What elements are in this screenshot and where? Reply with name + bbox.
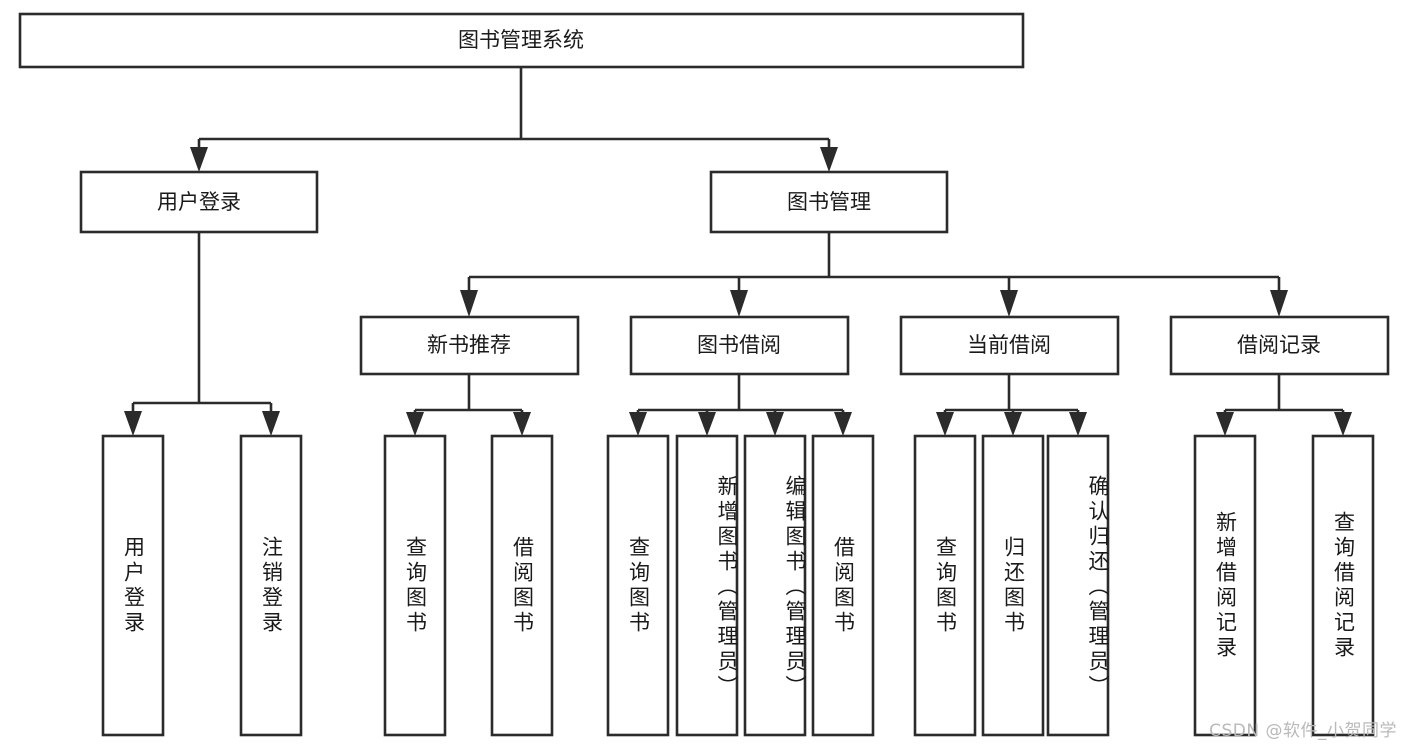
node-box-leaf-query-book-3[interactable] bbox=[913, 434, 977, 737]
node-label-user-login: 用户登录 bbox=[157, 190, 241, 214]
connector-group-borrow-record bbox=[1216, 374, 1352, 436]
arrowhead-new-book-recommend bbox=[460, 290, 478, 317]
node-box-leaf-user-login[interactable] bbox=[101, 434, 165, 737]
node-label-current-borrow: 当前借阅 bbox=[967, 333, 1051, 357]
node-box-book-borrow[interactable] bbox=[629, 315, 850, 376]
connector-group-user-login bbox=[124, 232, 280, 436]
arrowhead-leaf-add-record bbox=[1216, 412, 1234, 436]
connector-group-book-borrow bbox=[629, 374, 852, 436]
node-box-leaf-edit-book[interactable] bbox=[743, 434, 807, 737]
connector-group-book-management bbox=[460, 232, 1288, 317]
node-label-borrow-record: 借阅记录 bbox=[1237, 333, 1321, 357]
node-box-leaf-query-book-1[interactable] bbox=[383, 434, 447, 737]
connector-group-new-book-recommend bbox=[406, 374, 531, 436]
node-box-leaf-logout-login[interactable] bbox=[239, 434, 303, 737]
node-box-leaf-confirm-return[interactable] bbox=[1046, 434, 1110, 737]
node-box-leaf-borrow-book-2[interactable] bbox=[811, 434, 875, 737]
node-box-leaf-query-record[interactable] bbox=[1311, 434, 1375, 737]
node-box-leaf-return-book[interactable] bbox=[981, 434, 1045, 737]
node-label-book-management: 图书管理 bbox=[787, 190, 871, 214]
arrowhead-leaf-edit-book bbox=[766, 412, 784, 436]
node-label-new-book-recommend: 新书推荐 bbox=[427, 333, 511, 357]
arrowhead-user-login bbox=[190, 147, 208, 172]
arrowhead-leaf-query-book-3 bbox=[936, 412, 954, 436]
node-box-leaf-query-book-2[interactable] bbox=[606, 434, 670, 737]
node-box-book-management[interactable] bbox=[709, 170, 949, 234]
node-box-leaf-add-record[interactable] bbox=[1193, 434, 1257, 737]
arrowhead-borrow-record bbox=[1270, 290, 1288, 317]
arrowhead-leaf-logout-login bbox=[262, 411, 280, 436]
node-box-root[interactable] bbox=[18, 12, 1025, 69]
arrowhead-leaf-query-record bbox=[1334, 412, 1352, 436]
arrowhead-current-borrow bbox=[1000, 290, 1018, 317]
node-box-leaf-add-book[interactable] bbox=[675, 434, 739, 737]
node-box-user-login[interactable] bbox=[79, 170, 319, 234]
arrowhead-book-borrow bbox=[730, 290, 748, 317]
arrowhead-leaf-borrow-book-2 bbox=[834, 412, 852, 436]
arrowhead-leaf-borrow-book-1 bbox=[513, 412, 531, 436]
node-label-book-borrow: 图书借阅 bbox=[697, 333, 781, 357]
node-box-leaf-borrow-book-1[interactable] bbox=[490, 434, 554, 737]
arrowhead-book-management bbox=[820, 147, 838, 172]
node-box-new-book-recommend[interactable] bbox=[359, 315, 580, 376]
arrowhead-leaf-return-book bbox=[1004, 412, 1022, 436]
arrowhead-leaf-query-book-2 bbox=[629, 412, 647, 436]
arrowhead-leaf-add-book bbox=[698, 412, 716, 436]
arrowhead-leaf-user-login bbox=[124, 411, 142, 436]
node-box-borrow-record[interactable] bbox=[1169, 315, 1390, 376]
arrowhead-leaf-confirm-return bbox=[1069, 412, 1087, 436]
arrowhead-leaf-query-book-1 bbox=[406, 412, 424, 436]
node-box-current-borrow[interactable] bbox=[899, 315, 1120, 376]
node-label-root: 图书管理系统 bbox=[458, 28, 584, 52]
connector-group-current-borrow bbox=[936, 374, 1087, 436]
connector-group-root bbox=[190, 67, 838, 172]
